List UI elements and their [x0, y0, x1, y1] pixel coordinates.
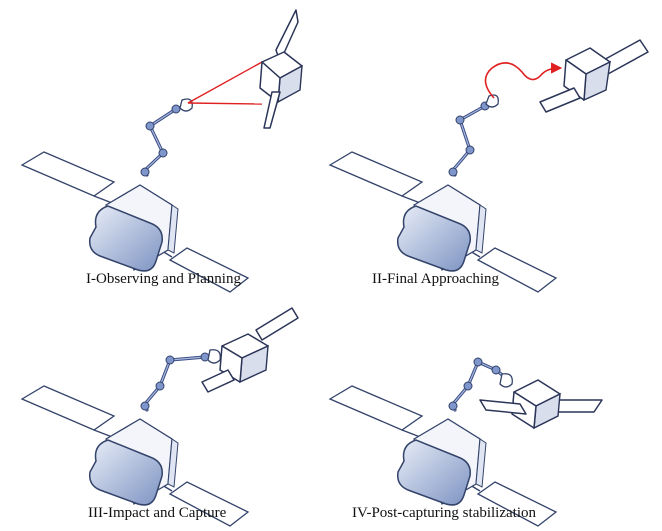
robotic-arm-icon: [140, 98, 193, 177]
robotic-arm-icon: [448, 94, 499, 177]
panel-final-approaching: II-Final Approaching: [329, 39, 649, 293]
target-satellite-icon: [479, 379, 603, 430]
panel-impact-capture: III-Impact and Capture: [21, 307, 299, 527]
caption-panel-4: IV-Post-capturing stabilization: [352, 505, 536, 521]
target-satellite-icon: [201, 307, 299, 393]
target-satellite-icon: [259, 9, 303, 129]
robotic-arm-icon: [140, 349, 221, 412]
panel-post-capturing-stabilization: IV-Post-capturing stabilization: [329, 357, 603, 527]
observation-lines: [187, 61, 263, 105]
caption-panel-1: I-Observing and Planning: [86, 271, 241, 287]
caption-panel-2: II-Final Approaching: [372, 271, 500, 287]
caption-panel-3: III-Impact and Capture: [88, 505, 227, 521]
robotic-arm-icon: [448, 357, 513, 412]
target-satellite-icon: [539, 39, 649, 113]
approach-path: [484, 62, 563, 99]
panel-observing-planning: I-Observing and Planning: [21, 9, 303, 293]
